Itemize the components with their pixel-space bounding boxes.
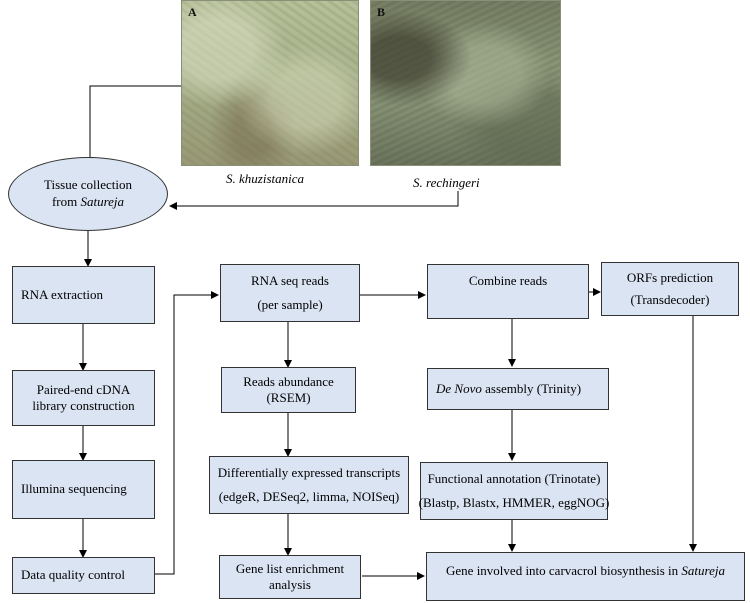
photo-label-a: A (188, 5, 197, 19)
quality-control-label: Data quality control (21, 567, 125, 583)
photo-label-b: B (377, 5, 386, 19)
photo-s-khuzistanica: A (181, 0, 359, 166)
abundance-line2: (RSEM) (266, 390, 311, 405)
paired-end-box: Paired-end cDNA library construction (12, 370, 155, 426)
de-novo-italic: De Novo (436, 380, 482, 396)
paired-end-line1: Paired-end cDNA (36, 381, 131, 397)
rna-extraction-box: RNA extraction (12, 266, 155, 324)
de-novo-rest: assembly (Trinity) (481, 380, 582, 396)
gene-list-enrichment-box: Gene list enrichment analysis (219, 555, 361, 599)
gene-list-line2: analysis (269, 577, 311, 592)
differential-expression-box: Differentially expressed transcripts (ed… (209, 456, 409, 514)
caption-s-rechingeri: S. rechingeri (413, 175, 480, 190)
rna-extraction-label: RNA extraction (21, 286, 103, 302)
photo-s-rechingeri: B (370, 0, 561, 166)
reads-abundance-box: Reads abundance (RSEM) (221, 367, 356, 413)
abundance-line1: Reads abundance (243, 373, 334, 389)
orfs-line2: (Transdecoder) (630, 291, 710, 307)
tissue-collection-node: Tissue collection from Satureja (8, 157, 168, 231)
gene-involved-genus: Satureja (681, 563, 725, 578)
tissue-line1: Tissue collection (44, 177, 132, 193)
rnaseq-line2: (per sample) (257, 296, 323, 312)
orfs-line1: ORFs prediction (626, 269, 714, 285)
gene-involved-box: Gene involved into carvacrol biosynthesi… (426, 552, 745, 601)
caption-s-khuzistanica: S. khuzistanica (226, 171, 304, 186)
func-line2: (Blastp, Blastx, HMMER, eggNOG) (418, 494, 610, 510)
combine-reads-label: Combine reads (468, 273, 548, 288)
illumina-label: Illumina sequencing (21, 481, 127, 497)
de-novo-assembly-box: De Novo assembly (Trinity) (427, 368, 609, 410)
arrow-photo-b-to-tissue (169, 191, 459, 210)
arrow-photo-a-to-tissue (86, 85, 181, 165)
gene-involved-label: Gene involved into carvacrol biosynthesi… (446, 563, 725, 579)
func-line1: Functional annotation (Trinotate) (427, 470, 601, 486)
quality-control-box: Data quality control (12, 557, 155, 594)
rnaseq-line1: RNA seq reads (251, 272, 329, 288)
gene-involved-prefix: Gene involved into carvacrol biosynthesi… (446, 563, 682, 578)
illumina-box: Illumina sequencing (12, 460, 155, 519)
de-line2: (edgeR, DESeq2, limma, NOISeq) (218, 488, 400, 504)
tissue-line2-genus: Satureja (80, 194, 125, 209)
functional-annotation-box: Functional annotation (Trinotate) (Blast… (418, 462, 610, 520)
de-novo-label: De Novo assembly (Trinity) (436, 381, 581, 397)
arrow-quality-to-rnaseq (155, 291, 219, 575)
combine-reads-box: Combine reads (427, 264, 589, 319)
de-line1: Differentially expressed transcripts (217, 464, 401, 480)
tissue-line2-prefix: from (51, 194, 81, 209)
tissue-line2: from Satureja (52, 194, 124, 211)
gene-list-line1: Gene list enrichment (235, 560, 345, 576)
rnaseq-reads-box: RNA seq reads (per sample) (220, 264, 360, 322)
paired-end-line2: library construction (32, 398, 135, 413)
orfs-prediction-box: ORFs prediction (Transdecoder) (601, 262, 739, 316)
